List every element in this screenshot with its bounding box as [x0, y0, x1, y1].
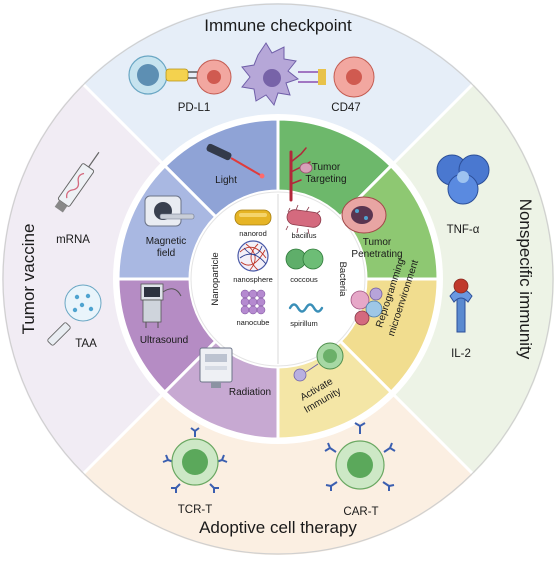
nanosphere-icon	[237, 240, 269, 272]
sector-tumor-penetrating	[338, 163, 440, 281]
mri-machine-icon	[144, 195, 195, 227]
nanosphere-label: nanosphere	[233, 275, 273, 284]
magnetic-label-2: field	[157, 248, 175, 259]
adoptive-cell-therapy-title: Adoptive cell therapy	[199, 518, 357, 537]
ultrasound-machine-icon	[140, 283, 182, 328]
syringe-taa-icon	[47, 284, 102, 346]
sector-radiation	[162, 339, 280, 441]
bacteria-title: Bacteria	[337, 262, 348, 298]
car-t-cell-icon	[324, 422, 396, 491]
syringe-mrna-icon	[54, 151, 100, 213]
nanorod-label: nanorod	[239, 229, 267, 238]
tumor-penetrating-label-1: Tumor	[363, 237, 392, 248]
taa-label: TAA	[75, 338, 97, 350]
pdl1-label: PD-L1	[178, 102, 211, 114]
coccous-label: coccous	[290, 275, 318, 284]
tumor-targeting-label-2: Targeting	[305, 174, 346, 185]
blood-vessel-icon	[289, 147, 313, 202]
tnf-alpha-icon	[436, 154, 490, 205]
bacillus-icon	[285, 204, 322, 235]
laser-icon	[206, 143, 265, 179]
t-cell-pdl1-icon	[128, 55, 232, 95]
il2-label: IL-2	[451, 348, 471, 360]
nanocube-icon	[240, 289, 266, 315]
light-label: Light	[215, 175, 237, 186]
magnetic-label-1: Magnetic	[146, 236, 187, 247]
tumor-targeting-label-1: Tumor	[312, 162, 341, 173]
radiation-label: Radiation	[229, 387, 271, 398]
nonspecific-immunity-title: Nonspecific immunity	[516, 199, 535, 360]
spirillum-label: spirillum	[290, 319, 318, 328]
il2-icon	[449, 278, 473, 333]
cd47-label: CD47	[331, 102, 360, 114]
spirillum-icon	[288, 303, 324, 313]
bacillus-label: bacillus	[291, 231, 316, 240]
nanocube-label: nanocube	[237, 318, 270, 327]
tcr-t-label: TCR-T	[178, 504, 213, 516]
immune-checkpoint-title: Immune checkpoint	[204, 16, 352, 35]
macrophage-cd47-icon	[241, 42, 375, 107]
tumor-penetrating-label-2: Penetrating	[351, 249, 402, 260]
mrna-label: mRNA	[56, 234, 90, 246]
tcr-t-cell-icon	[162, 427, 228, 493]
coccous-icon	[285, 248, 324, 270]
tumor-penetration-icon	[341, 196, 387, 234]
nanorod-icon	[234, 209, 272, 226]
immune-cell-icon	[293, 342, 344, 382]
tnf-alpha-label: TNF-α	[447, 224, 480, 236]
radiation-machine-icon	[199, 347, 233, 388]
tumor-microenvironment-icon	[350, 287, 383, 326]
nanoparticle-title: Nanoparticle	[210, 252, 221, 305]
car-t-label: CAR-T	[343, 506, 378, 518]
ultrasound-label: Ultrasound	[140, 335, 188, 346]
tumor-vaccine-title: Tumor vaccine	[19, 224, 38, 335]
